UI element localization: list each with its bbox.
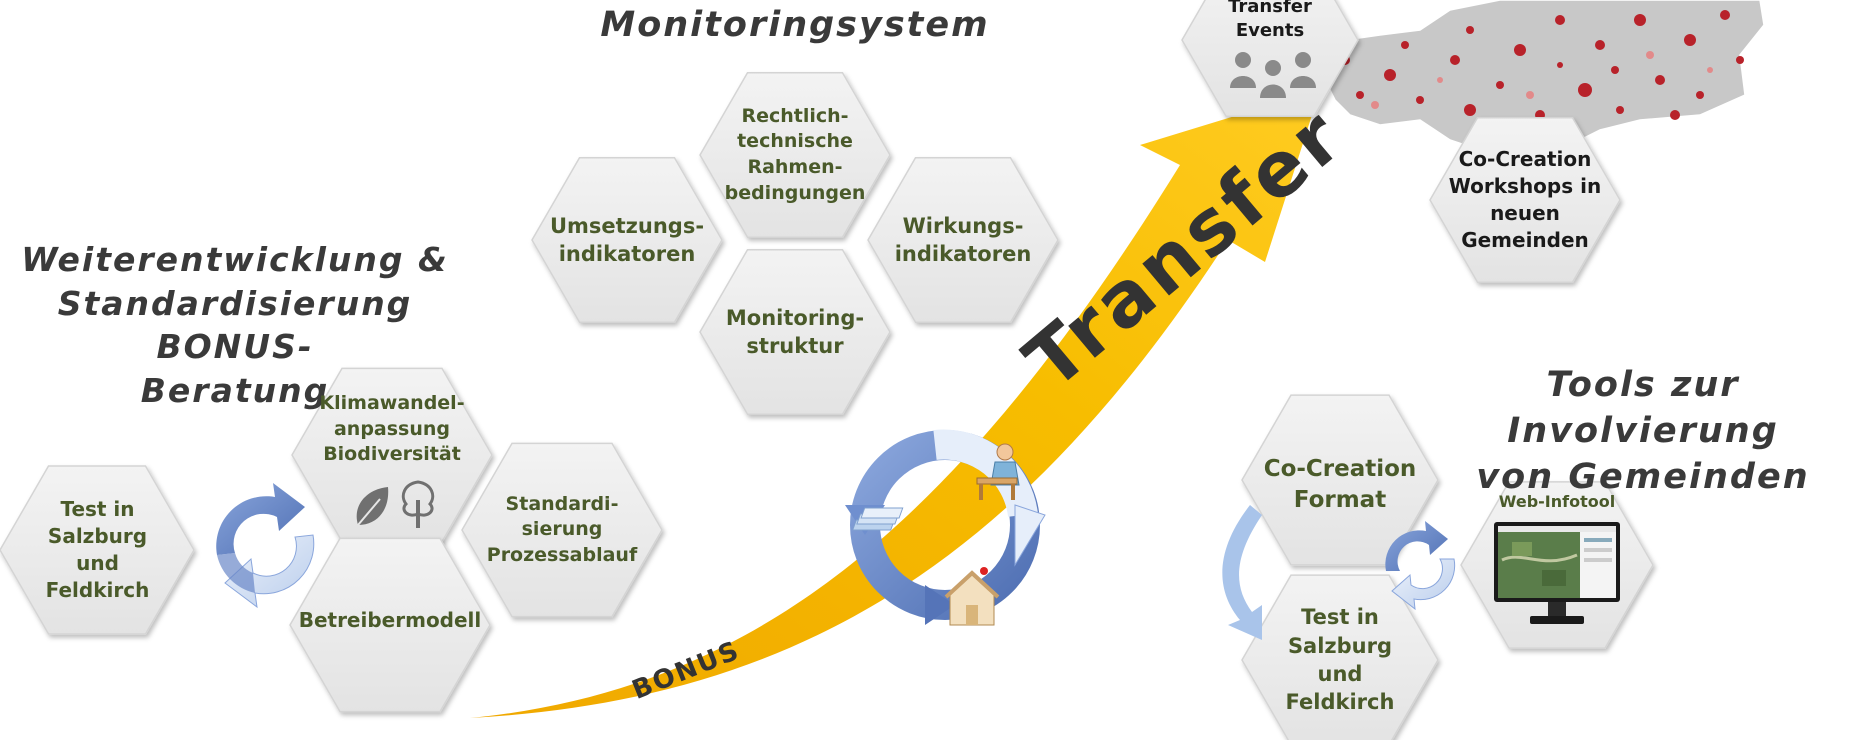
cycle-arrows-icon-tools xyxy=(1385,521,1456,611)
hex-shape-standardisierung xyxy=(461,442,663,618)
documents-icon xyxy=(852,507,904,531)
hex-shape-monitoringstruktur xyxy=(699,248,891,416)
house-icon xyxy=(944,567,1000,626)
hex-shape-tools-test-salzburg xyxy=(1241,574,1439,740)
hex-shape-test-salzburg xyxy=(0,465,195,635)
leaf-icon xyxy=(356,487,389,526)
monitor-icon xyxy=(1494,522,1620,624)
hex-shape-umsetzung xyxy=(531,156,723,324)
hex-transfer-events: Transfer Events xyxy=(1228,0,1312,41)
austria-map-icon xyxy=(1319,0,1765,151)
hex-tools-test-salzburg: Test in Salzburg und Feldkirch xyxy=(1285,605,1395,715)
hex-shape-betreibermodell xyxy=(289,537,491,713)
heading-tools: Tools zur Involvierung von Gemeinden xyxy=(1476,365,1810,498)
hex-shape-cocreation-format xyxy=(1241,394,1439,566)
hex-standardisierung: Standardi- sierung Prozessablauf xyxy=(486,492,638,566)
hex-shape-rechtlich xyxy=(699,71,891,239)
hex-shape-cocreation-workshops xyxy=(1429,116,1621,284)
hex-webinfotool: Web-Infotool xyxy=(1498,492,1616,512)
hex-klimawandel: Klimawandel- anpassung Biodiversität xyxy=(319,392,465,466)
cycle-arrows-icon xyxy=(216,483,315,609)
hex-wirkung: Wirkungs- indikatoren xyxy=(894,213,1032,266)
hex-cocreation-format: Co-Creation Format xyxy=(1263,455,1417,513)
hex-shape-wirkung xyxy=(867,156,1059,324)
curved-down-arrow-icon xyxy=(1222,505,1262,640)
transfer-arrow xyxy=(470,90,1320,718)
tree-icon xyxy=(401,480,435,528)
hex-rechtlich: Rechtlich- technische Rahmen- bedingunge… xyxy=(724,104,866,204)
people-icon xyxy=(1230,52,1316,98)
hex-cocreation-workshops: Co-Creation Workshops in neuen Gemeinden xyxy=(1448,147,1602,252)
heading-monitoringsystem: Monitoringsystem xyxy=(600,5,990,45)
hex-betreibermodell: Betreibermodell xyxy=(298,607,482,632)
person-at-desk-icon xyxy=(976,443,1020,500)
hex-umsetzung: Umsetzungs- indikatoren xyxy=(549,213,705,266)
hex-test-salzburg: Test in Salzburg und Feldkirch xyxy=(45,497,150,602)
heading-weiterentwicklung: Weiterentwicklung & Standardisierung BON… xyxy=(21,240,449,410)
hex-monitoringstruktur: Monitoring- struktur xyxy=(725,305,865,358)
